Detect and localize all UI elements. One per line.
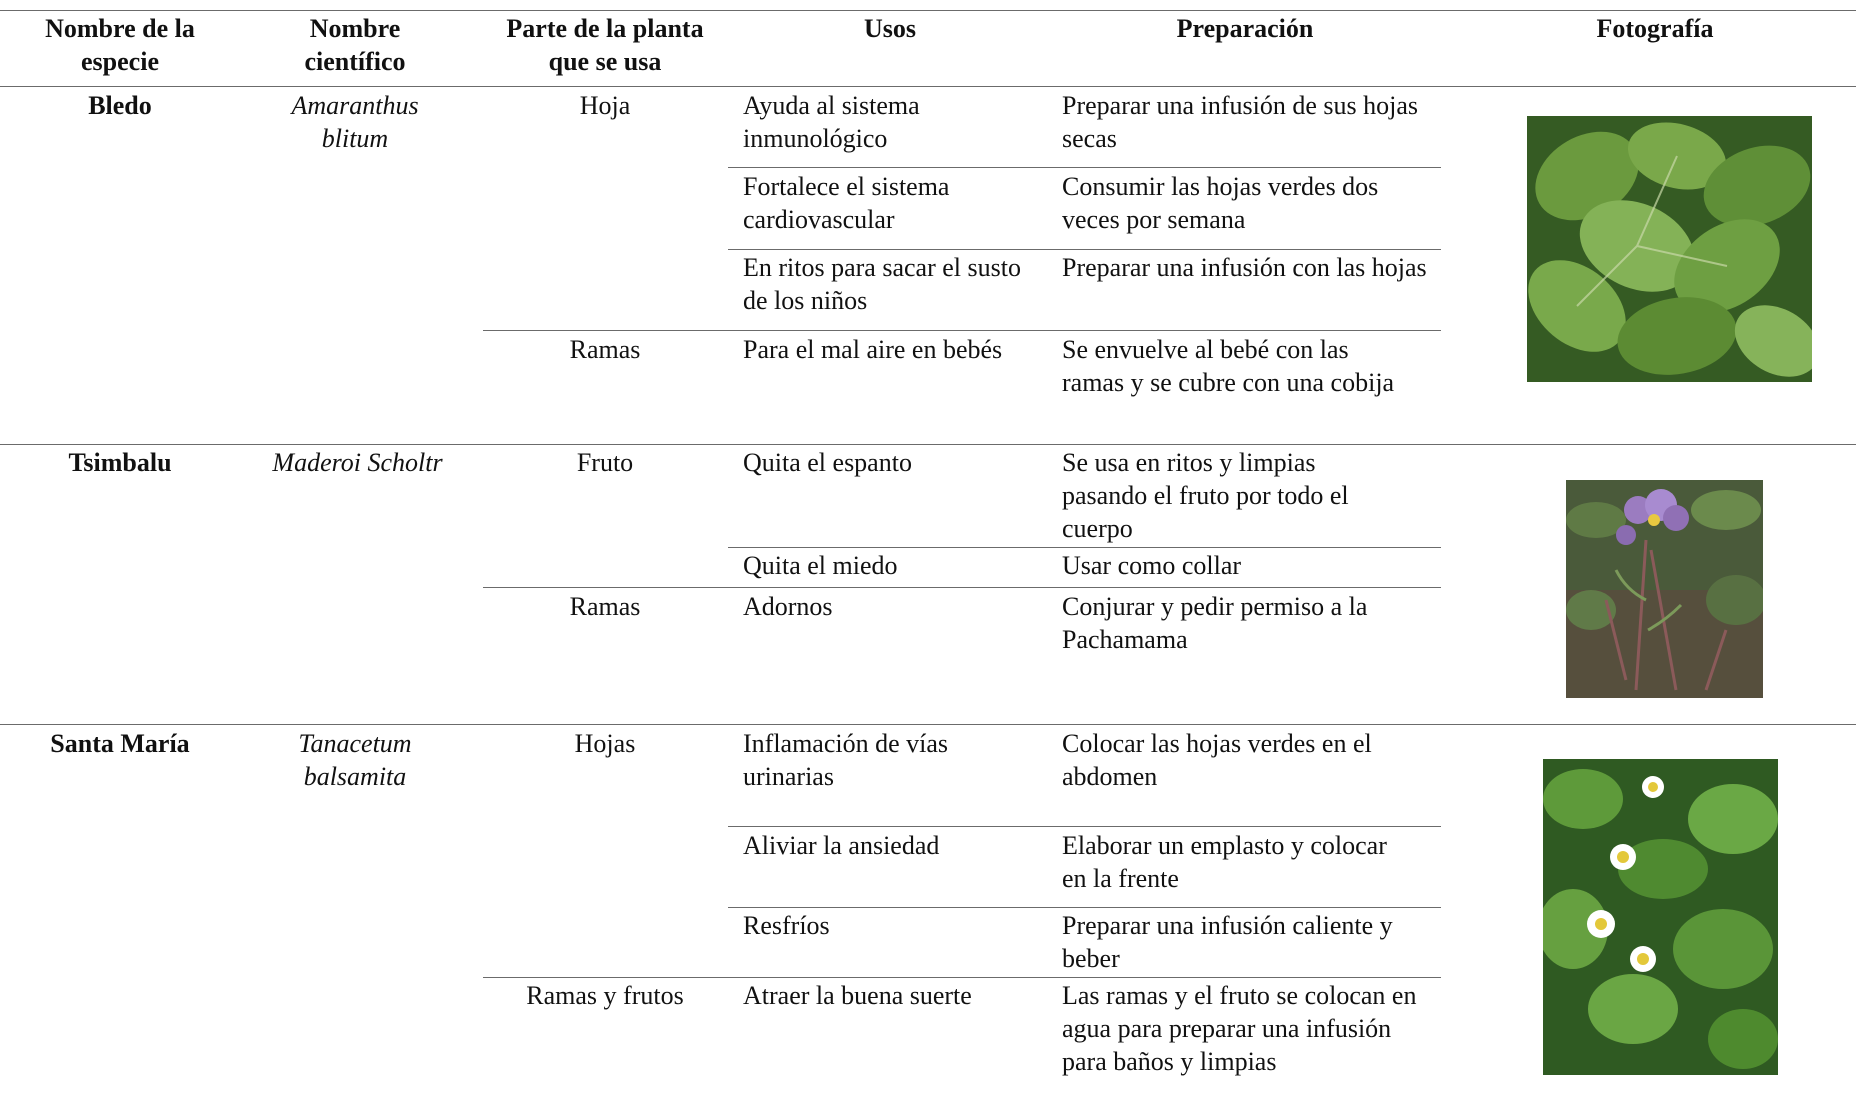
species-divider	[0, 724, 1856, 725]
plant-part: Ramas	[569, 335, 641, 364]
preparation-text: Preparar una infusión con las hojas	[1062, 253, 1427, 282]
plant-part: Ramas	[569, 592, 641, 621]
header-fotografia: Fotografía	[1596, 14, 1714, 43]
use-text: Para el mal aire en bebés	[743, 335, 1003, 364]
use-text: Ayuda al sistema inmunológico	[743, 91, 920, 153]
preparation-text: Usar como collar	[1062, 551, 1242, 580]
header-especie: Nombre de la especie	[45, 14, 195, 76]
species-divider	[0, 444, 1856, 445]
plant-part: Fruto	[576, 448, 634, 477]
row-divider	[728, 167, 1441, 168]
plant-part: Ramas y frutos	[526, 981, 684, 1010]
use-text: Resfríos	[743, 911, 830, 940]
use-text: Fortalece el sistema cardiovascular	[743, 172, 950, 234]
header-preparacion: Preparación	[1176, 14, 1314, 43]
species-name: Bledo	[88, 91, 152, 120]
plant-part: Hojas	[574, 729, 636, 758]
use-text: Inflamación de vías urinarias	[743, 729, 949, 791]
row-divider	[483, 977, 1441, 978]
preparation-text: Preparar una infusión caliente y beber	[1062, 911, 1393, 973]
row-divider	[728, 826, 1441, 827]
amaranth-photo	[1527, 116, 1812, 382]
preparation-text: Conjurar y pedir permiso a la Pachamama	[1062, 592, 1368, 654]
preparation-text: Se usa en ritos y limpias pasando el fru…	[1062, 448, 1349, 543]
use-text: Adornos	[743, 592, 833, 621]
use-text: Quita el miedo	[743, 551, 898, 580]
use-text: Aliviar la ansiedad	[743, 831, 940, 860]
header-cientifico: Nombre científico	[304, 14, 406, 76]
plant-part: Hoja	[579, 91, 631, 120]
daisy-flower-photo	[1543, 759, 1778, 1075]
row-divider	[483, 587, 1441, 588]
scientific-name: Maderoi Scholtr	[272, 448, 443, 477]
use-text: Atraer la buena suerte	[743, 981, 972, 1010]
table-top-rule	[0, 10, 1856, 11]
row-divider	[728, 907, 1441, 908]
species-name: Santa María	[50, 729, 190, 758]
preparation-text: Preparar una infusión de sus hojas secas	[1062, 91, 1418, 153]
use-text: Quita el espanto	[743, 448, 912, 477]
header-parte: Parte de la planta que se usa	[506, 14, 704, 76]
scientific-name: Amaranthus blitum	[291, 91, 419, 153]
preparation-text: Consumir las hojas verdes dos veces por …	[1062, 172, 1379, 234]
header-bottom-rule	[0, 86, 1856, 87]
species-name: Tsimbalu	[68, 448, 172, 477]
header-usos: Usos	[863, 14, 916, 43]
preparation-text: Elaborar un emplasto y colocar en la fre…	[1062, 831, 1387, 893]
preparation-text: Colocar las hojas verdes en el abdomen	[1062, 729, 1372, 791]
row-divider	[483, 330, 1441, 331]
preparation-text: Se envuelve al bebé con las ramas y se c…	[1062, 335, 1395, 397]
preparation-text: Las ramas y el fruto se colocan en agua …	[1062, 981, 1417, 1076]
row-divider	[728, 547, 1441, 548]
use-text: En ritos para sacar el susto de los niño…	[743, 253, 1021, 315]
scientific-name: Tanacetum balsamita	[298, 729, 412, 791]
purple-flower-photo	[1566, 480, 1763, 698]
row-divider	[728, 249, 1441, 250]
